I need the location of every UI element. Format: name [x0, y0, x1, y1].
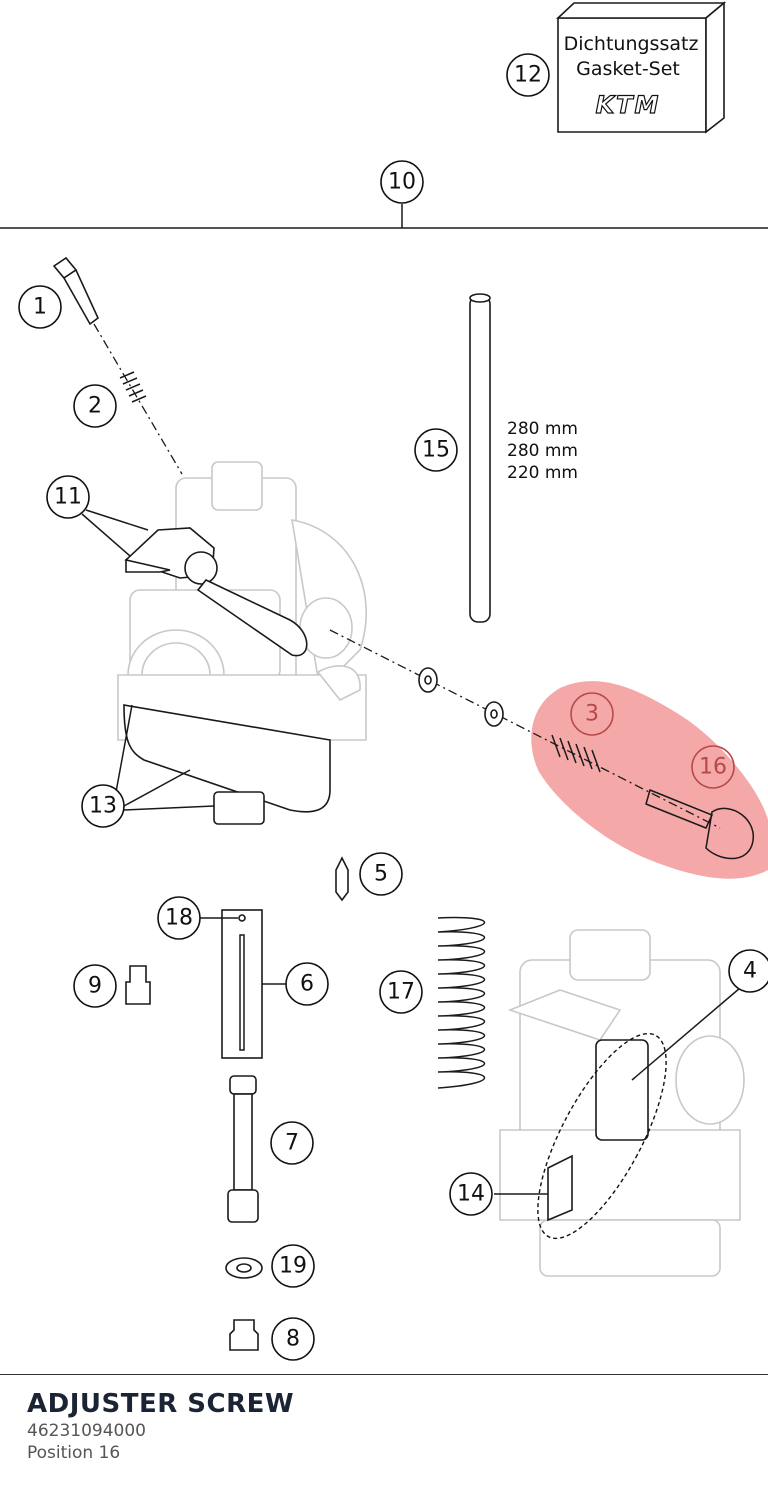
- svg-text:15: 15: [422, 438, 450, 463]
- lever-part-11: [124, 527, 308, 657]
- washer-part-19: [225, 1257, 263, 1279]
- svg-text:14: 14: [457, 1182, 485, 1207]
- tube-part-15: [469, 293, 491, 623]
- callout-3[interactable]: 3: [570, 692, 614, 736]
- svg-text:16: 16: [699, 755, 727, 780]
- leader-11b: [81, 513, 131, 557]
- dimension-1: 280 mm: [507, 419, 578, 439]
- leader-11a: [85, 509, 149, 531]
- adjuster-screw-part-16: [645, 788, 755, 860]
- callout-16[interactable]: 16: [691, 745, 735, 789]
- svg-text:18: 18: [165, 906, 193, 931]
- part-info-footer: ADJUSTER SCREW 46231094000 Position 16: [27, 1389, 294, 1463]
- callout-10[interactable]: 10: [380, 160, 424, 204]
- dimension-3: 220 mm: [507, 463, 578, 483]
- ktm-logo: KTM: [596, 91, 661, 119]
- tube-dimensions: 280 mm 280 mm 220 mm: [507, 419, 578, 483]
- svg-text:8: 8: [286, 1327, 300, 1352]
- svg-text:13: 13: [89, 794, 117, 819]
- spring-part-2: [119, 371, 147, 403]
- callout-8[interactable]: 8: [271, 1317, 315, 1361]
- svg-text:10: 10: [388, 170, 416, 195]
- leader-13b: [123, 769, 191, 807]
- jet-part-9: [125, 965, 151, 1005]
- leader-13c: [123, 805, 215, 811]
- svg-text:1: 1: [33, 295, 47, 320]
- callout-9[interactable]: 9: [73, 964, 117, 1008]
- svg-text:7: 7: [285, 1131, 299, 1156]
- callout-15[interactable]: 15: [414, 428, 458, 472]
- callout-13[interactable]: 13: [81, 784, 125, 828]
- callout-18[interactable]: 18: [157, 896, 201, 940]
- highlight-region: [531, 681, 768, 879]
- callout-6[interactable]: 6: [285, 962, 329, 1006]
- callout-1[interactable]: 1: [18, 285, 62, 329]
- leader-4: [631, 987, 741, 1081]
- gasket-box-line2: Gasket-Set: [576, 58, 680, 80]
- footer-divider: [0, 1374, 768, 1375]
- callout-19[interactable]: 19: [271, 1244, 315, 1288]
- gasket-set-box: Dichtungssatz Gasket-Set KTM: [555, 1, 727, 134]
- svg-text:2: 2: [88, 394, 102, 419]
- svg-text:19: 19: [279, 1254, 307, 1279]
- callout-17[interactable]: 17: [379, 970, 423, 1014]
- svg-text:6: 6: [300, 972, 314, 997]
- gasket-box-line1: Dichtungssatz: [564, 33, 699, 55]
- float-bowl-part-13: [123, 704, 331, 825]
- svg-text:4: 4: [743, 959, 757, 984]
- part-number: 46231094000: [27, 1421, 146, 1441]
- part-name: ADJUSTER SCREW: [27, 1389, 295, 1419]
- washer-2: [484, 701, 504, 727]
- spring-part-17: [437, 916, 486, 1089]
- main-jet-part-8: [229, 1319, 259, 1351]
- dimension-2: 280 mm: [507, 441, 578, 461]
- callout-4[interactable]: 4: [728, 949, 768, 993]
- svg-text:11: 11: [54, 485, 82, 510]
- atomizer-part-7: [227, 1075, 259, 1223]
- callout-12[interactable]: 12: [506, 53, 550, 97]
- svg-text:17: 17: [387, 980, 415, 1005]
- svg-text:9: 9: [88, 974, 102, 999]
- exploded-parts-diagram: Dichtungssatz Gasket-Set KTM: [0, 1, 768, 1361]
- axis-adjuster: [329, 629, 721, 829]
- needle-part-6: [221, 909, 263, 1059]
- callout-2[interactable]: 2: [73, 384, 117, 428]
- svg-text:12: 12: [514, 63, 542, 88]
- svg-text:3: 3: [585, 702, 599, 727]
- svg-text:5: 5: [374, 862, 388, 887]
- screw-part-1: [52, 256, 99, 326]
- callout-7[interactable]: 7: [270, 1121, 314, 1165]
- callout-11[interactable]: 11: [46, 475, 90, 519]
- part-position: Position 16: [27, 1443, 121, 1463]
- needle-valve-part-5: [335, 856, 349, 902]
- carburetor-body-lower: [499, 929, 745, 1277]
- leader-13a: [115, 704, 133, 793]
- washer-1: [418, 667, 438, 693]
- callout-5[interactable]: 5: [359, 852, 403, 896]
- spring-part-3: [551, 734, 601, 773]
- callout-14[interactable]: 14: [449, 1172, 493, 1216]
